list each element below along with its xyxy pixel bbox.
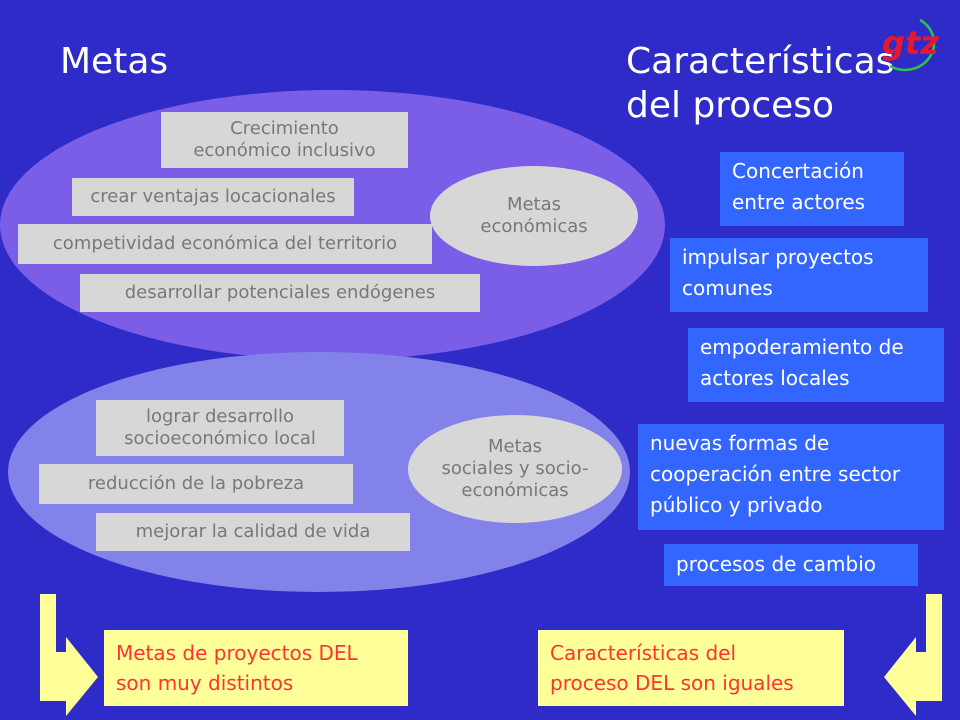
- economic-goals-oval: Metas económicas: [430, 166, 638, 266]
- process-proyectos-line1: impulsar proyectos: [682, 245, 874, 269]
- process-cooperacion: nuevas formas de cooperación entre secto…: [638, 424, 944, 530]
- conclusion-caracteristicas-line1: Características del: [550, 641, 737, 665]
- title-metas: Metas: [60, 41, 169, 82]
- conclusion-metas: Metas de proyectos DEL son muy distintos: [104, 630, 408, 706]
- process-empoderamiento-line2: actores locales: [700, 366, 850, 390]
- left-down-arrow: [40, 594, 98, 716]
- conclusion-metas-line1: Metas de proyectos DEL: [116, 641, 358, 665]
- title-caracteristicas-line2: del proceso: [626, 85, 835, 126]
- process-cooperacion-line1: nuevas formas de: [650, 431, 830, 455]
- goal-potenciales-endogenes: desarrollar potenciales endógenes: [80, 274, 480, 312]
- goal-competitividad: competividad económica del territorio: [18, 224, 432, 264]
- process-concertacion: Concertación entre actores: [720, 152, 904, 226]
- social-oval-line3: económicas: [461, 480, 569, 501]
- process-empoderamiento-line1: empoderamiento de: [700, 335, 904, 359]
- goal-calidad-de-vida: mejorar la calidad de vida: [96, 513, 410, 551]
- title-caracteristicas-line1: Características: [626, 41, 895, 82]
- social-oval-line2: sociales y socio-: [441, 458, 589, 479]
- process-proyectos-comunes: impulsar proyectos comunes: [670, 238, 928, 312]
- goal-desarrollo-line2: socioeconómico local: [124, 428, 316, 449]
- goal-crecimiento-economico: Crecimiento económico inclusivo: [161, 112, 408, 168]
- goal-reduccion-pobreza: reducción de la pobreza: [39, 464, 353, 504]
- social-oval-line1: Metas: [487, 436, 543, 457]
- right-down-arrow: [884, 594, 942, 716]
- gtz-logo-text: gtz: [882, 24, 939, 62]
- goal-desarrollo-line1: lograr desarrollo: [145, 406, 295, 427]
- economic-oval-line1: Metas: [506, 194, 562, 215]
- goal-ventajas-locacionales: crear ventajas locacionales: [72, 178, 354, 216]
- process-empoderamiento: empoderamiento de actores locales: [688, 328, 944, 402]
- goal-desarrollo-socioeconomico: lograr desarrollo socioeconómico local: [96, 400, 344, 456]
- process-cooperacion-line3: público y privado: [650, 493, 823, 517]
- goal-crecimiento-line1: Crecimiento: [230, 118, 339, 139]
- conclusion-caracteristicas: Características del proceso DEL son igua…: [538, 630, 844, 706]
- conclusion-caracteristicas-line2: proceso DEL son iguales: [550, 671, 794, 695]
- gtz-logo: gtz: [882, 18, 939, 72]
- conclusion-metas-line2: son muy distintos: [116, 671, 294, 695]
- economic-oval-line2: económicas: [480, 216, 588, 237]
- title-caracteristicas: Características del proceso: [626, 40, 894, 128]
- process-concertacion-line1: Concertación: [732, 159, 864, 183]
- process-cooperacion-line2: cooperación entre sector: [650, 462, 901, 486]
- social-goals-oval: Metas sociales y socio- económicas: [408, 415, 622, 523]
- goal-crecimiento-line2: económico inclusivo: [193, 140, 376, 161]
- process-proyectos-line2: comunes: [682, 276, 773, 300]
- process-concertacion-line2: entre actores: [732, 190, 866, 214]
- process-cambio: procesos de cambio: [664, 544, 918, 586]
